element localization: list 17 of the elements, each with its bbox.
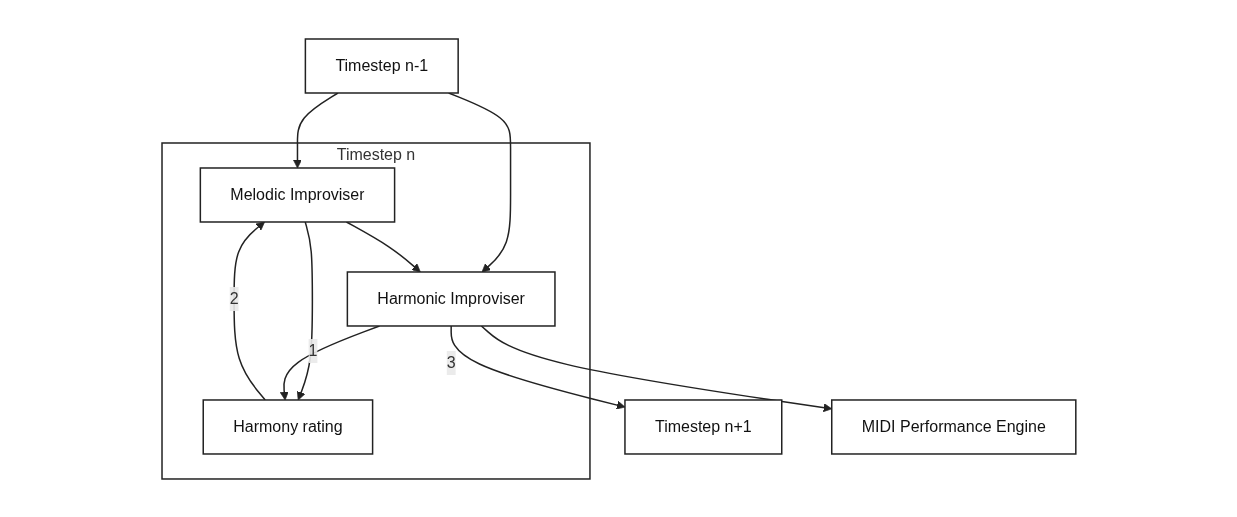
node-box: Timestep n+1 bbox=[623, 398, 783, 455]
node-box: MIDI Performance Engine bbox=[830, 398, 1077, 455]
arrow bbox=[345, 220, 421, 272]
edge-label: 1 bbox=[308, 341, 317, 359]
arrow bbox=[450, 324, 625, 409]
node-box: Timestep n-1 bbox=[304, 37, 459, 94]
edge-label: 2 bbox=[229, 289, 239, 307]
node-box: Harmony rating bbox=[202, 398, 373, 455]
node-box: Melodic Improviser bbox=[199, 166, 395, 223]
arrow bbox=[447, 91, 511, 272]
arrow bbox=[292, 91, 339, 168]
arrow bbox=[296, 220, 313, 400]
arrow bbox=[480, 324, 832, 412]
arrow bbox=[232, 221, 266, 401]
node-box: Harmonic Improviser bbox=[346, 270, 556, 327]
edge-label: 3 bbox=[446, 353, 456, 371]
arrow bbox=[279, 324, 380, 400]
